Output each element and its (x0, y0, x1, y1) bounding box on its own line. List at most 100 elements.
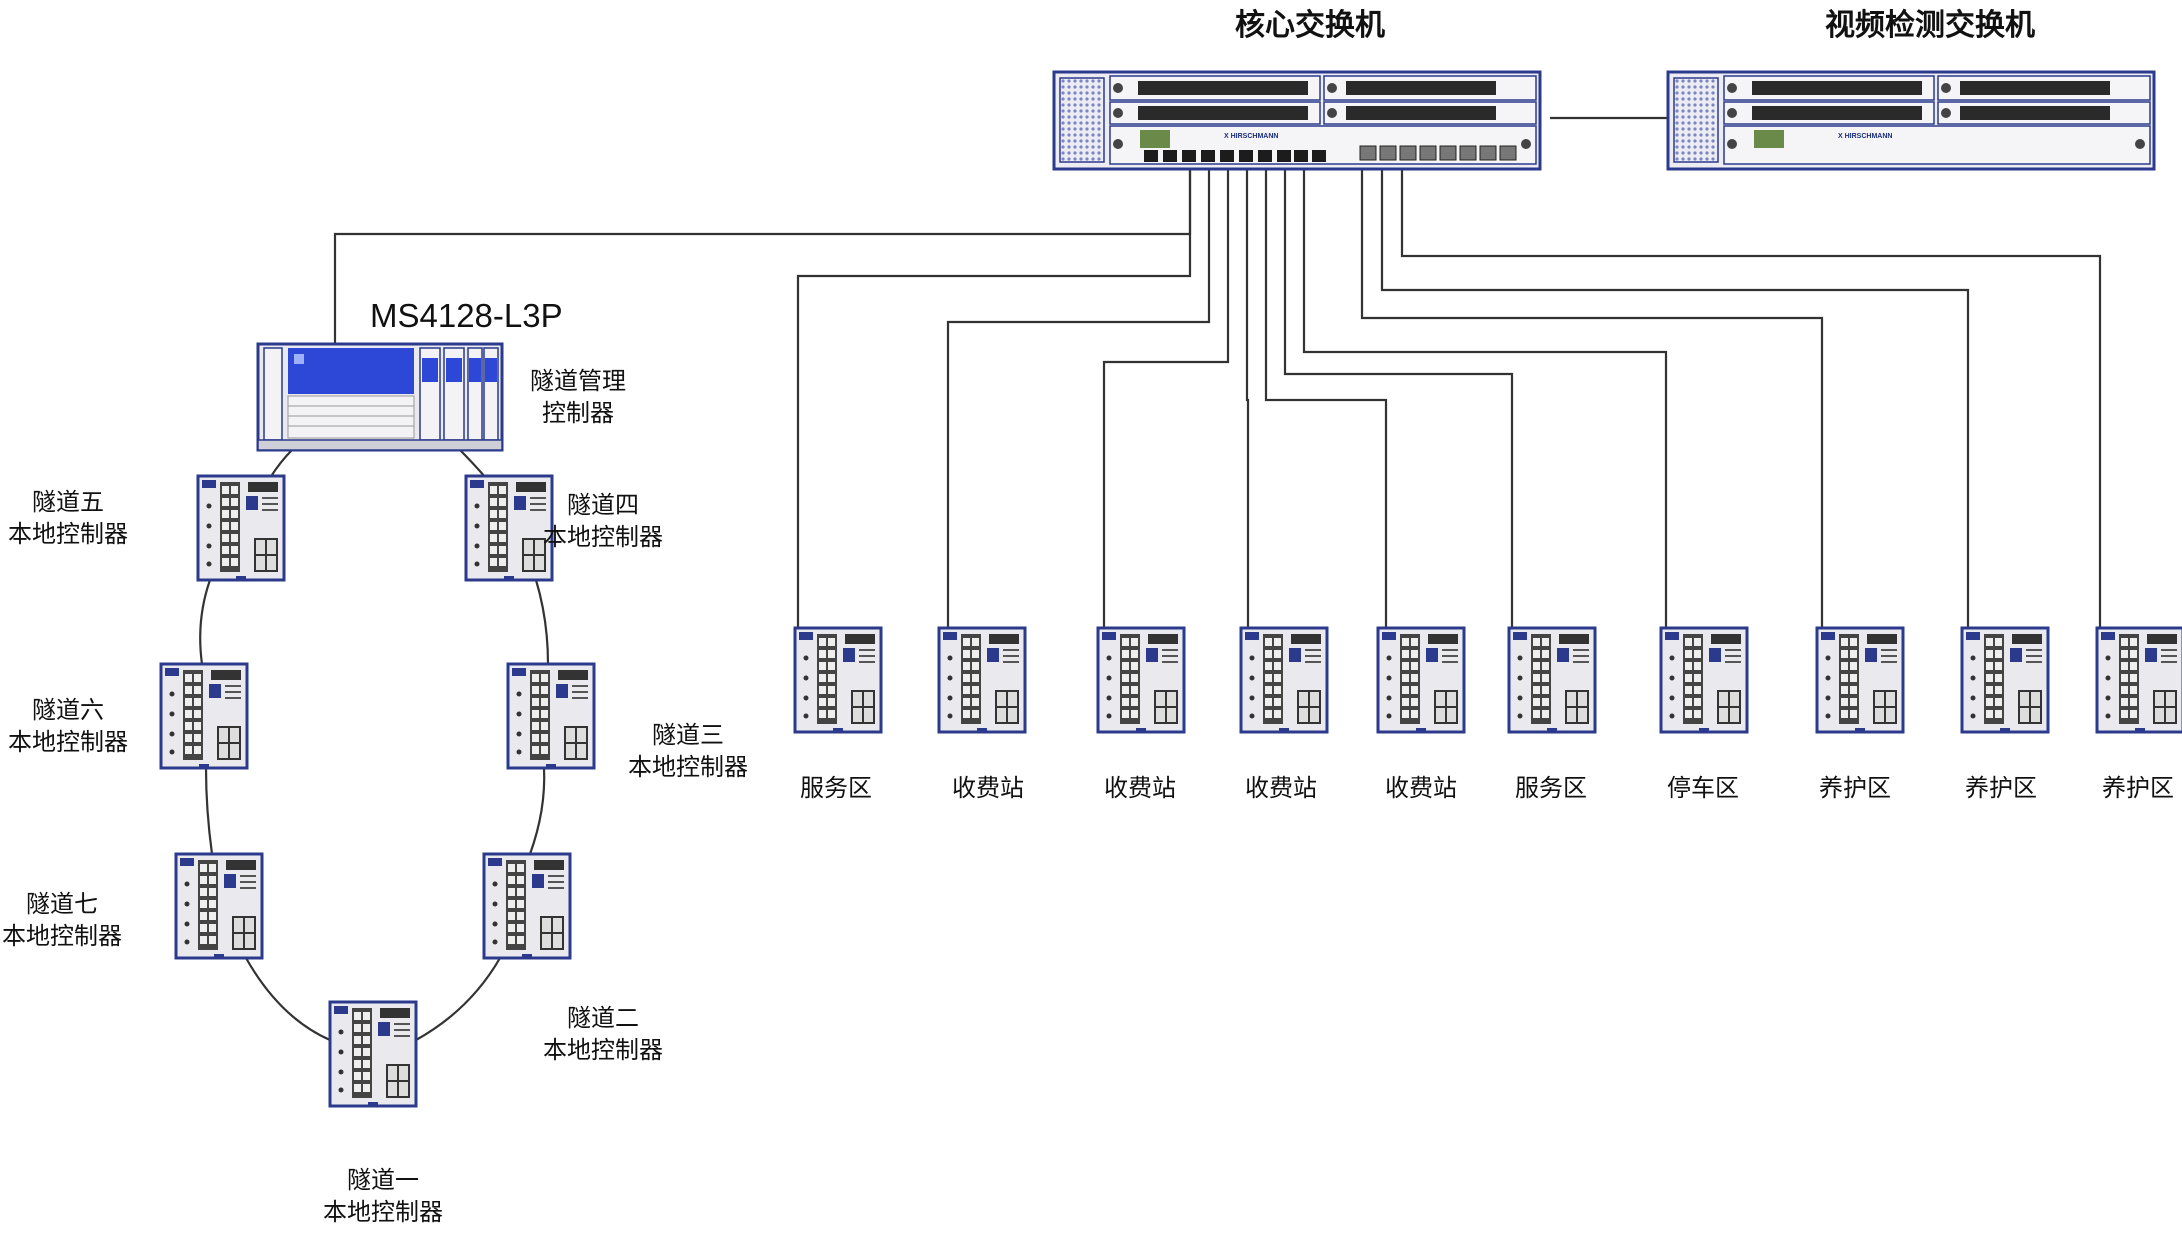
din-rail-switch-icon (328, 1000, 418, 1109)
tunnel-management-controller (256, 342, 504, 452)
site-switch (1376, 626, 1466, 735)
ring-node-label-line1: 隧道五 (32, 488, 104, 516)
video-detection-switch (1666, 70, 2156, 171)
site-switch (1096, 626, 1186, 735)
switch-port (1439, 145, 1457, 161)
core-to-site-link (1245, 160, 1250, 628)
din-rail-switch-icon (1507, 626, 1597, 735)
ring-node-label-line1: 隧道一 (347, 1166, 419, 1194)
switch-port (1379, 145, 1397, 161)
ring-node-label-line2: 本地控制器 (8, 520, 128, 548)
core-to-site-link (1283, 160, 1514, 628)
tunnel-local-controller (174, 852, 264, 961)
site-nodes: 服务区 收费站 收费站 收费站 收费站 服务区 停车区 养护区 养护区 养护区 (793, 626, 2182, 802)
site-label: 养护区 (2102, 774, 2174, 802)
ring-node-label-line2: 本地控制器 (8, 728, 128, 756)
chassis-switch-icon (1666, 70, 2156, 171)
tunnel-local-controller (196, 474, 286, 583)
ring-node-label-line2: 本地控制器 (543, 523, 663, 551)
ring-link (245, 957, 331, 1042)
site-label: 养护区 (1819, 774, 1891, 802)
din-rail-switch-icon (1659, 626, 1749, 735)
tunnel-local-controller (482, 852, 572, 961)
site-label: 停车区 (1667, 774, 1739, 802)
tunnel-local-controller (464, 474, 554, 583)
switch-port (1419, 145, 1437, 161)
modular-switch-icon (256, 342, 504, 452)
switch-port (1294, 150, 1308, 162)
switch-port (1239, 150, 1253, 162)
tunnel-manager-label-line1: 隧道管理 (530, 367, 626, 395)
switch-port (1182, 150, 1196, 162)
switch-port (1399, 145, 1417, 161)
video-switch-label: 视频检测交换机 (1825, 8, 2035, 43)
din-rail-switch-icon (506, 662, 596, 771)
tunnel-local-controller (506, 662, 596, 771)
site-switch (1507, 626, 1597, 735)
site-switch (793, 626, 883, 735)
core-to-site-link (1380, 160, 1970, 628)
din-rail-switch-icon (174, 852, 264, 961)
core-to-site-link (1302, 160, 1668, 628)
switch-port (1459, 145, 1477, 161)
ring-node-label-line2: 本地控制器 (628, 753, 748, 781)
site-label: 收费站 (1385, 774, 1457, 802)
site-label: 服务区 (800, 774, 872, 802)
switch-port (1163, 150, 1177, 162)
site-label: 收费站 (1245, 774, 1317, 802)
core-to-site-link (1102, 160, 1230, 628)
din-rail-switch-icon (1815, 626, 1905, 735)
switch-port (1201, 150, 1215, 162)
ring-node-label-line2: 本地控制器 (323, 1198, 443, 1226)
site-switch (1960, 626, 2050, 735)
ring-link (528, 767, 546, 855)
ring-link (204, 767, 214, 855)
din-rail-switch-icon (1096, 626, 1186, 735)
site-switch (1239, 626, 1329, 735)
ring-node-label-line1: 隧道三 (652, 721, 724, 749)
site-label: 养护区 (1965, 774, 2037, 802)
ring-node-label-line1: 隧道二 (567, 1004, 639, 1032)
din-rail-switch-icon (1239, 626, 1329, 735)
site-switch (1659, 626, 1749, 735)
ring-node-label-line1: 隧道六 (32, 696, 104, 724)
ring-link (534, 579, 550, 665)
switch-port (1479, 145, 1497, 161)
switch-port (1144, 150, 1158, 162)
switch-port (1258, 150, 1272, 162)
core-switch (1052, 70, 1542, 171)
ring-node-label-line1: 隧道四 (567, 491, 639, 519)
ring-link (415, 957, 501, 1041)
core-switch-label: 核心交换机 (1235, 8, 1385, 43)
din-rail-switch-icon (464, 474, 554, 583)
din-rail-switch-icon (482, 852, 572, 961)
din-rail-switch-icon (1376, 626, 1466, 735)
site-switch (937, 626, 1027, 735)
ring-link (269, 449, 487, 479)
tunnel-manager-label-line2: 控制器 (542, 399, 614, 427)
core-to-site-link (796, 160, 1192, 628)
din-rail-switch-icon (2095, 626, 2182, 735)
ring-node-label-line2: 本地控制器 (2, 922, 122, 950)
site-switch (2095, 626, 2182, 735)
tunnel-local-controller (328, 1000, 418, 1109)
switch-port (1359, 145, 1377, 161)
site-label: 收费站 (1104, 774, 1176, 802)
din-rail-switch-icon (159, 662, 249, 771)
core-to-site-link (1264, 160, 1388, 628)
core-to-site-link (946, 160, 1211, 628)
site-label: 服务区 (1515, 774, 1587, 802)
tunnel-manager-model: MS4128-L3P (370, 297, 563, 334)
core-to-site-link (1400, 160, 2102, 628)
site-label: 收费站 (952, 774, 1024, 802)
switch-port (1499, 145, 1517, 161)
din-rail-switch-icon (937, 626, 1027, 735)
core-to-site-link (1360, 160, 1824, 628)
switch-port (1312, 150, 1326, 162)
ring-node-label-line1: 隧道七 (26, 890, 98, 918)
switch-port (1220, 150, 1234, 162)
connection-lines (333, 116, 2102, 628)
ring-nodes: 隧道五本地控制器隧道四本地控制器隧道六本地控制器隧道三本地控制器隧道七本地控制器… (2, 474, 748, 1226)
